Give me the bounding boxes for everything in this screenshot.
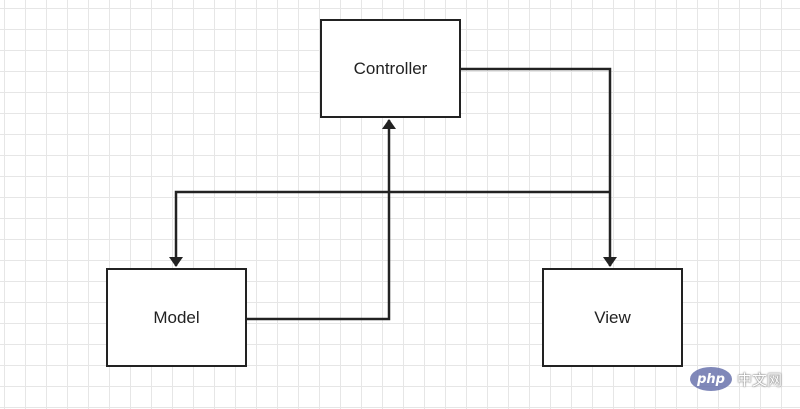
edge-view-to-model <box>169 190 610 267</box>
edge-controller-to-view <box>461 67 617 267</box>
controller-node: Controller <box>320 19 461 118</box>
controller-label: Controller <box>353 58 428 78</box>
view-label: View <box>594 307 631 327</box>
model-node: Model <box>106 268 247 367</box>
php-logo-icon: php <box>690 367 732 391</box>
view-node: View <box>542 268 683 367</box>
edge-model-to-controller <box>247 119 396 321</box>
model-label: Model <box>153 307 200 327</box>
watermark: php 中文网 <box>690 364 782 394</box>
watermark-text: 中文网 <box>737 370 783 389</box>
